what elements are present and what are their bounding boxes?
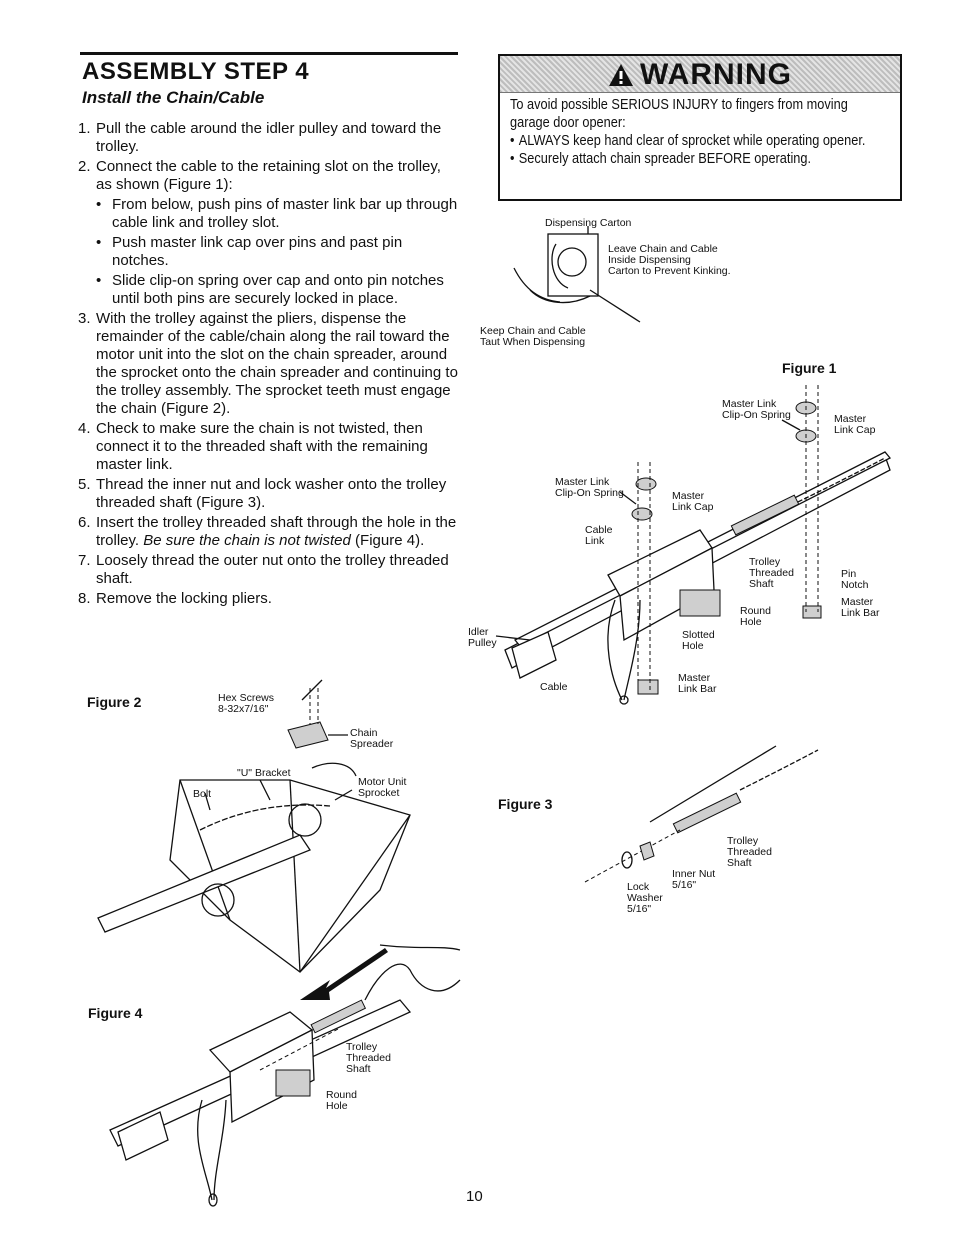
fig2-u-bracket-label: "U" Bracket xyxy=(237,767,291,779)
warning-triangle-icon xyxy=(609,64,633,86)
section-title: ASSEMBLY STEP 4 xyxy=(82,58,310,85)
leave-chain-label: Leave Chain and Cable Inside Dispensing … xyxy=(608,243,731,277)
figure-2-label: Figure 2 xyxy=(87,694,142,710)
fig1-round-hole-label: Round Hole xyxy=(740,605,771,628)
fig2-bolt-label: Bolt xyxy=(193,788,212,800)
fig1-pin-notch-label: Pin Notch xyxy=(841,568,869,591)
warning-banner xyxy=(500,56,900,93)
fig1-trolley-shaft-label: Trolley Threaded Shaft xyxy=(749,556,794,590)
sub-bullet-3: •Slide clip-on spring over cap and onto … xyxy=(96,272,444,307)
step-8: 8.Remove the locking pliers. xyxy=(78,590,272,607)
page-number: 10 xyxy=(466,1188,483,1205)
fig3-lock-washer-label: Lock Washer 5/16" xyxy=(627,881,663,915)
step-7: 7.Loosely thread the outer nut onto the … xyxy=(78,552,449,587)
steps-list: 1.Pull the cable around the idler pulley… xyxy=(78,120,458,610)
warning-box: WARNING To avoid possible SERIOUS INJURY… xyxy=(498,54,902,201)
warning-bullet-2: •Securely attach chain spreader BEFORE o… xyxy=(510,151,812,167)
step-1: 1.Pull the cable around the idler pulley… xyxy=(78,120,442,155)
step-6: 6.Insert the trolley threaded shaft thro… xyxy=(78,514,457,549)
fig2-motor-sprocket-label: Motor Unit Sprocket xyxy=(358,776,407,799)
fig3-trolley-shaft-label: Trolley Threaded Shaft xyxy=(727,835,772,869)
header-rule-left xyxy=(80,52,458,55)
fig1-cable-label: Cable xyxy=(540,681,568,693)
fig1-master-link-clip-label-1: Master Link Clip-On Spring xyxy=(722,398,791,421)
figure-4-label: Figure 4 xyxy=(88,1005,143,1021)
fig2-hex-screws-label: Hex Screws 8-32x7/16" xyxy=(218,692,275,715)
step-3: 3.With the trolley against the pliers, d… xyxy=(78,310,458,417)
fig1-cable-link-label: Cable Link xyxy=(585,524,613,547)
figure-1-label: Figure 1 xyxy=(782,360,837,376)
step-4: 4.Check to make sure the chain is not tw… xyxy=(78,420,428,473)
warning-text: To avoid possible SERIOUS INJURY to fing… xyxy=(510,96,888,168)
keep-taut-label: Keep Chain and Cable Taut When Dispensin… xyxy=(480,325,586,348)
warning-bullet-1: •ALWAYS keep hand clear of sprocket whil… xyxy=(510,133,866,149)
fig1-idler-pulley-label: Idler Pulley xyxy=(468,626,497,649)
fig1-master-link-bar-label-1: Master Link Bar xyxy=(841,596,880,619)
sub-bullet-1: •From below, push pins of master link ba… xyxy=(96,196,458,231)
figure-3-label: Figure 3 xyxy=(498,796,553,812)
fig4-round-hole-label: Round Hole xyxy=(326,1089,357,1112)
fig1-master-link-clip-label-2: Master Link Clip-On Spring xyxy=(555,476,624,499)
warning-title: WARNING xyxy=(500,58,900,92)
fig1-master-link-cap-label-1: Master Link Cap xyxy=(834,413,876,436)
fig3-inner-nut-label: Inner Nut 5/16" xyxy=(672,868,716,891)
section-subtitle: Install the Chain/Cable xyxy=(82,88,265,107)
step-5: 5.Thread the inner nut and lock washer o… xyxy=(78,476,447,511)
fig1-master-link-bar-label-2: Master Link Bar xyxy=(678,672,717,695)
fig1-master-link-cap-label-2: Master Link Cap xyxy=(672,490,714,513)
step-2: 2.Connect the cable to the retaining slo… xyxy=(78,158,441,193)
fig2-chain-spreader-label: Chain Spreader xyxy=(350,727,394,750)
dispensing-carton-label: Dispensing Carton xyxy=(545,217,632,229)
fig4-trolley-shaft-label: Trolley Threaded Shaft xyxy=(346,1041,391,1075)
fig1-slotted-hole-label: Slotted Hole xyxy=(682,629,715,652)
sub-bullet-2: •Push master link cap over pins and past… xyxy=(96,234,403,269)
